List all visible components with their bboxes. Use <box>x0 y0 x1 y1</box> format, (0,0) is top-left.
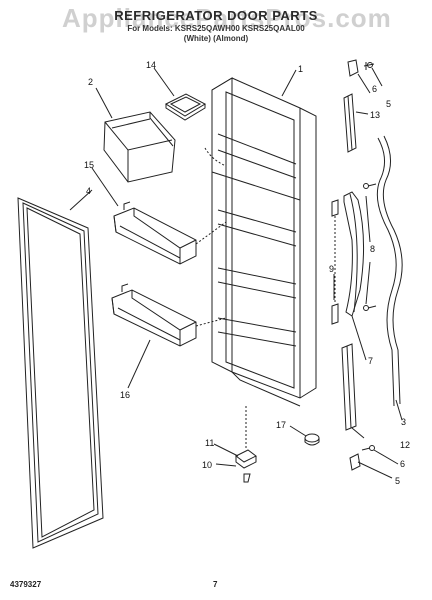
callout-6: 6 <box>372 84 377 94</box>
callout-17: 17 <box>276 420 286 430</box>
butter-insert <box>164 93 207 121</box>
door-stop <box>304 433 320 446</box>
callout-13: 13 <box>370 110 380 120</box>
dairy-door <box>103 111 176 183</box>
callout-1: 1 <box>298 64 303 74</box>
callout-15: 15 <box>84 160 94 170</box>
callout-8: 8 <box>370 244 375 254</box>
leader-lines <box>69 67 403 479</box>
callout-5: 5 <box>386 99 391 109</box>
bottom-hinge <box>235 406 257 483</box>
diagram-title: REFRIGERATOR DOOR PARTS <box>114 8 318 23</box>
callout-16: 16 <box>120 390 130 400</box>
document-number: 4379327 <box>10 580 42 589</box>
callout-11: 11 <box>205 438 214 448</box>
model-numbers: For Models: KSRS25QAWH00 KSRS25QAAL00 <box>127 24 305 33</box>
lower-hinge-parts <box>349 445 375 471</box>
callout-5-lower: 5 <box>395 476 400 486</box>
upper-door-bin <box>113 201 197 265</box>
callout-labels: 1 2 3 4 5 5 6 6 7 8 9 10 11 12 13 14 15 … <box>84 60 410 486</box>
callout-3: 3 <box>401 417 406 427</box>
door-handle <box>331 183 377 325</box>
callout-12: 12 <box>400 440 410 450</box>
model-colors: (White) (Almond) <box>183 34 249 43</box>
callout-7: 7 <box>368 356 373 366</box>
callout-6-lower: 6 <box>400 459 405 469</box>
lower-trim <box>341 343 357 431</box>
upper-trim <box>343 93 357 153</box>
trim-strip <box>376 135 403 407</box>
door-gasket <box>17 197 104 549</box>
upper-hinge-parts <box>347 59 375 77</box>
door-liner <box>195 77 317 407</box>
watermark: AppliancePartsPros.com <box>62 3 392 33</box>
callout-10: 10 <box>202 460 212 470</box>
callout-14: 14 <box>146 60 156 70</box>
callout-4: 4 <box>86 186 91 196</box>
page-number: 7 <box>213 580 218 589</box>
lower-door-bin <box>111 283 197 347</box>
callout-2: 2 <box>88 77 93 87</box>
callout-9: 9 <box>329 264 334 274</box>
